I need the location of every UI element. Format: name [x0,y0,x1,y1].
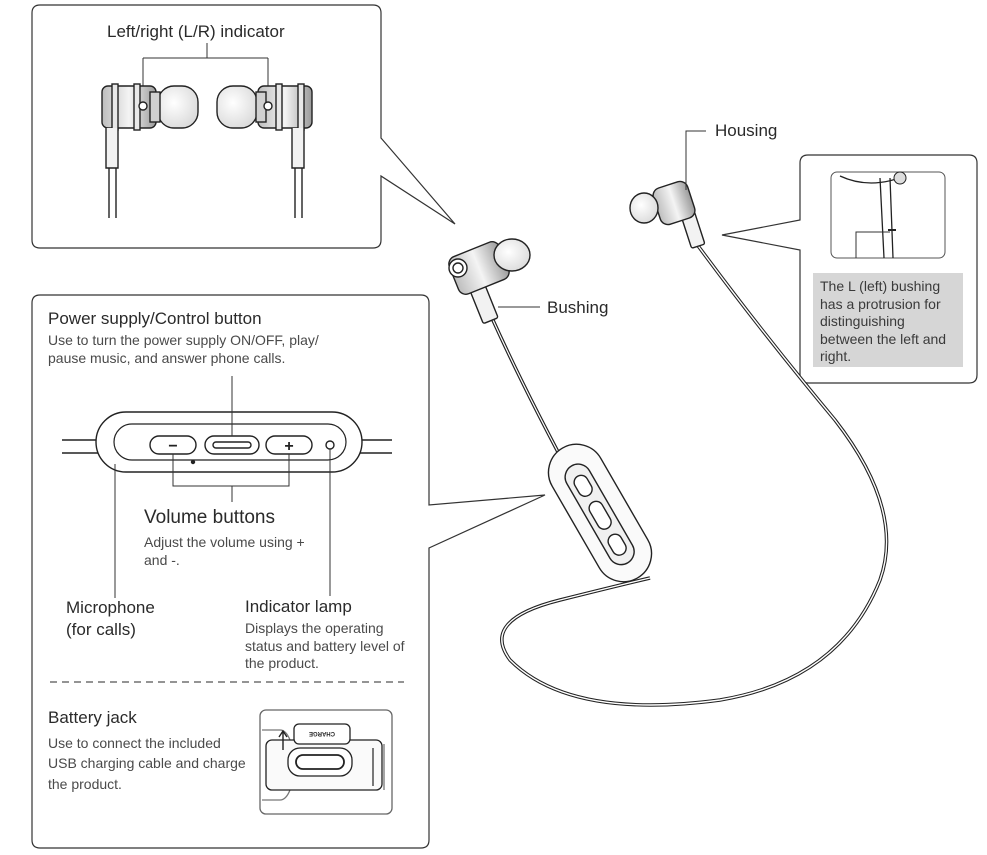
battery-jack-desc: Use to connect the included USB charging… [48,735,246,792]
housing-leader [685,130,706,190]
indicator-lamp-dot [325,440,335,450]
remote-control-main [547,443,653,583]
volume-buttons-title: Volume buttons [144,507,275,528]
headphone-main-illustration [448,180,889,707]
power-button-desc: Use to turn the power supply ON/OFF, pla… [48,332,319,366]
bushing-note-text: The L (left) bushing has a protrusion fo… [820,278,947,364]
battery-jack-title: Battery jack [48,708,137,727]
remote-leaders [114,376,331,598]
left-earbud-illustration [101,83,199,218]
right-earbud-illustration [216,83,313,218]
microphone-hole [190,459,196,465]
indicator-lamp-title: Indicator lamp [245,597,352,616]
lr-indicator-label: Left/right (L/R) indicator [107,22,285,41]
right-earbud-main [629,180,706,249]
bushing-note-highlight [813,273,963,367]
volume-buttons-desc: Adjust the volume using + and -. [144,534,305,568]
charge-label: CHARGE [309,730,335,736]
bushing-label: Bushing [547,298,609,317]
housing-label: Housing [715,121,778,140]
power-button-title: Power supply/Control button [48,309,262,328]
plus-glyph: + [284,438,293,455]
indicator-lamp-desc: Displays the operating status and batter… [245,620,405,671]
battery-jack-illustration [259,709,393,815]
left-earbud-main [448,238,531,324]
remote-detail-illustration [62,411,392,473]
minus-glyph: − [168,438,177,455]
microphone-title: Microphone (for calls) [66,598,155,640]
